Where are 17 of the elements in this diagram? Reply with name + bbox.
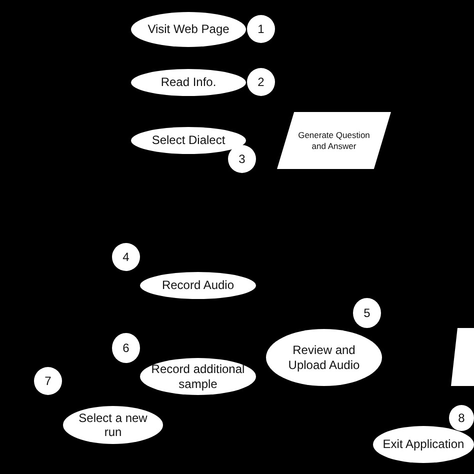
step-number-circle: 4	[112, 243, 140, 271]
step-oval: Record additional sample	[140, 358, 256, 395]
step-number-circle: 5	[353, 298, 381, 328]
step-number-circle: 8	[449, 405, 474, 431]
step-number-circle: 7	[34, 367, 62, 395]
step-oval: Review and Upload Audio	[266, 329, 382, 386]
data-parallelogram: Generate Question and Answer	[277, 112, 391, 169]
step-oval: Select Dialect	[131, 127, 246, 154]
step-oval: Read Info.	[131, 69, 246, 96]
step-number-circle: 6	[112, 333, 140, 363]
step-oval: Visit Web Page	[131, 12, 246, 47]
step-number-circle: 2	[247, 68, 275, 96]
step-oval: Record Audio	[140, 272, 256, 299]
step-oval: Exit Application	[373, 426, 474, 463]
step-oval: Select a new run	[63, 406, 163, 444]
step-number-circle: 1	[247, 15, 275, 43]
step-number-circle: 3	[228, 145, 256, 173]
